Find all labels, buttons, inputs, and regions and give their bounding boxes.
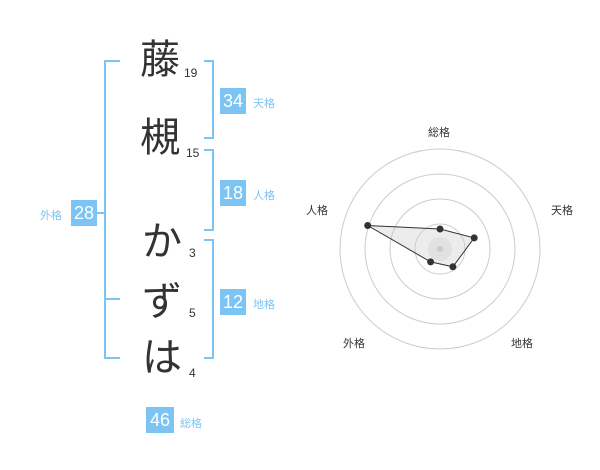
radar-polygon-layer	[367, 225, 476, 268]
gaikaku-value: 28	[71, 200, 97, 226]
jinkaku-value: 18	[220, 180, 246, 206]
name-char-2: 槻	[140, 115, 180, 161]
radar-ring-1	[414, 223, 466, 275]
chikaku-value: 12	[220, 289, 246, 315]
radar-polygon	[367, 225, 476, 268]
tenkaku-bracket-top	[204, 60, 214, 62]
outer-bracket-connector	[96, 212, 105, 214]
radar-axis-label-gaikaku: 外格	[343, 337, 365, 350]
name-char-4: ず	[142, 279, 182, 325]
radar-point-1	[436, 225, 444, 233]
chikaku-bracket-vertical	[212, 239, 214, 359]
radar-axis-label-chikaku: 地格	[511, 337, 533, 350]
chikaku-bracket-bottom	[204, 357, 214, 359]
tenkaku-bracket-vertical	[212, 60, 214, 139]
outer-bracket-bottom	[104, 357, 120, 359]
name-char-3: か	[142, 219, 182, 265]
outer-bracket-top	[104, 60, 120, 62]
name-char-1: 藤	[140, 37, 180, 83]
jinkaku-label: 人格	[253, 189, 275, 202]
radar-ring-4	[339, 148, 541, 350]
radar-center-dot	[437, 246, 443, 252]
jinkaku-bracket-top	[204, 149, 214, 151]
radar-axis-label-soukaku: 総格	[428, 126, 450, 139]
stroke-count-4: 5	[189, 306, 196, 320]
chikaku-label: 地格	[253, 298, 275, 311]
soukaku-value: 46	[146, 407, 174, 433]
jinkaku-bracket-vertical	[212, 149, 214, 231]
outer-bracket-vertical	[104, 60, 106, 359]
radar-point-5	[364, 222, 372, 229]
jinkaku-bracket-bottom	[204, 229, 214, 231]
stroke-count-3: 3	[189, 246, 196, 260]
radar-point-3	[449, 263, 457, 271]
stroke-count-5: 4	[189, 366, 196, 380]
tenkaku-value: 34	[220, 88, 246, 114]
stroke-count-1: 19	[184, 66, 198, 80]
chikaku-bracket-top	[204, 239, 214, 241]
tenkaku-bracket-bottom	[204, 137, 214, 139]
radar-point-4	[427, 258, 435, 266]
radar-rings	[339, 148, 541, 350]
radar-axis-label-jinkaku: 人格	[306, 204, 328, 217]
radar-axis-label-tenkaku: 天格	[551, 204, 573, 217]
soukaku-label: 総格	[180, 417, 202, 430]
tenkaku-label: 天格	[253, 97, 275, 110]
radar-point-2	[470, 234, 478, 242]
name-char-5: は	[142, 335, 182, 381]
outer-bracket-mid	[104, 298, 120, 300]
radar-ring-2	[389, 198, 491, 300]
gaikaku-label: 外格	[40, 209, 62, 222]
stroke-count-2: 15	[186, 146, 200, 160]
radar-points	[364, 222, 478, 271]
radar-ring-3	[364, 173, 516, 325]
